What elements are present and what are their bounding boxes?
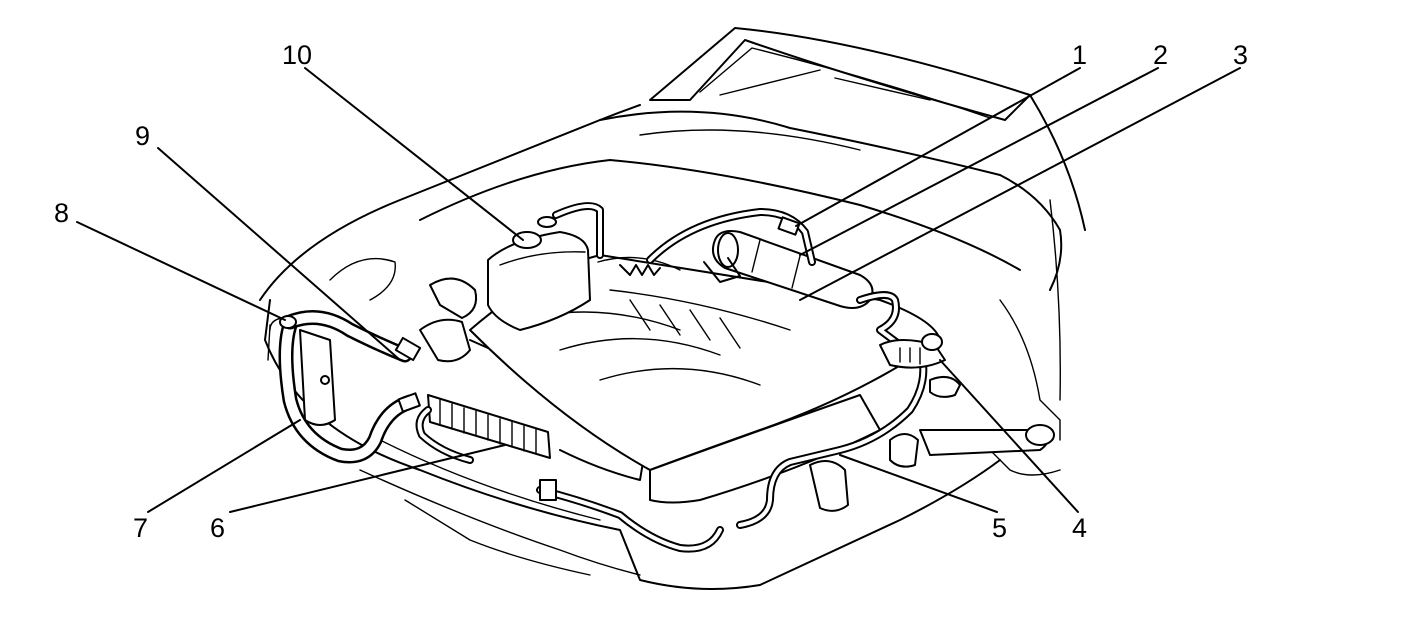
right-front-components (809, 333, 1055, 512)
right-fender-outline (999, 174, 1063, 291)
right-lower-panel (979, 439, 1061, 476)
suction-hose-inner (285, 312, 410, 360)
reservoir-cap-top (537, 216, 557, 228)
oil-cooler-clip (539, 479, 557, 501)
accumulator-outlet-line-inner (858, 293, 902, 347)
callout-3: 3 (1233, 40, 1248, 70)
pressure-switch-threads (899, 347, 921, 365)
compressor-body (419, 318, 471, 363)
accumulator-band-1 (751, 239, 761, 273)
front-fascia-grille-line (379, 439, 601, 521)
hose-fitting-7 (397, 392, 421, 413)
condenser-bracket (267, 315, 336, 426)
condenser-side-tank (299, 329, 336, 426)
callout-10: 10 (282, 40, 312, 70)
accumulator-bracket (703, 257, 741, 283)
accumulator-drier (703, 230, 874, 309)
condenser-bolt (320, 375, 330, 385)
leader-10 (304, 67, 524, 241)
leader-6 (229, 444, 506, 513)
callout-9: 9 (135, 121, 150, 151)
front-fascia (264, 299, 1001, 590)
front-fascia-lower (359, 469, 641, 576)
callout-2: 2 (1153, 40, 1168, 70)
accumulator-end-cap (717, 232, 739, 268)
right-body-panel (999, 299, 1061, 441)
engine-assembly (469, 254, 941, 504)
leader-4 (939, 359, 1079, 513)
engine-cover-ridge (609, 289, 791, 331)
throttle-spring (619, 264, 661, 276)
callout-labels: 1 2 3 4 5 6 7 8 9 10 (54, 40, 1248, 543)
a-pillar-right (1029, 94, 1086, 231)
callout-8: 8 (54, 198, 69, 228)
callout-1: 1 (1072, 40, 1087, 70)
leader-3 (799, 67, 1241, 301)
callout-7: 7 (133, 513, 148, 543)
engine-cover-rib-3 (599, 367, 761, 386)
left-fender-outline (259, 104, 641, 301)
front-fascia-edge (404, 499, 591, 576)
hose-fitting-9 (394, 336, 422, 362)
leader-1 (795, 67, 1081, 227)
leader-7 (147, 419, 301, 513)
leader-8 (76, 221, 286, 321)
windshield-outline (649, 27, 1031, 121)
engine-bay-edge (419, 159, 1021, 271)
callout-4: 4 (1072, 513, 1087, 543)
reservoir-bottle (487, 202, 604, 331)
leader-2 (799, 67, 1159, 256)
liquid-line-inner (738, 348, 926, 527)
oil-cooler-fins (439, 399, 537, 455)
reservoir-line-inner (554, 204, 602, 257)
lower-front-line-inner (538, 488, 722, 551)
reservoir-cap (512, 231, 542, 249)
reservoir-edge (499, 251, 586, 266)
windshield-wiper (719, 69, 931, 101)
pressure-switch-port (921, 333, 943, 351)
callout-6: 6 (210, 513, 225, 543)
leader-9 (157, 147, 401, 361)
valve-cover-fins (629, 299, 741, 349)
cowl-panel (599, 110, 1001, 176)
strut-mount (889, 433, 919, 468)
callout-5: 5 (992, 513, 1007, 543)
leader-5 (839, 454, 998, 513)
right-door-line (1049, 199, 1061, 401)
oil-cooler-line-inner (417, 408, 472, 462)
left-fender-arch (329, 257, 396, 301)
accumulator-band-2 (791, 255, 801, 289)
ball-joint (1025, 424, 1055, 446)
ac-lines (278, 208, 928, 553)
windshield-inner (699, 47, 991, 119)
throttle-linkage (597, 256, 681, 271)
bracket-plate (809, 460, 849, 512)
tie-rod-end (929, 375, 961, 398)
callout-leaders (76, 67, 1241, 513)
discharge-hose-inner (281, 320, 415, 461)
pulley (429, 277, 478, 319)
engine-cover-rib-2 (559, 337, 721, 356)
hose-fitting-1 (777, 216, 801, 236)
transmission-oil-cooler (415, 394, 557, 501)
cowl-vent (639, 129, 861, 151)
